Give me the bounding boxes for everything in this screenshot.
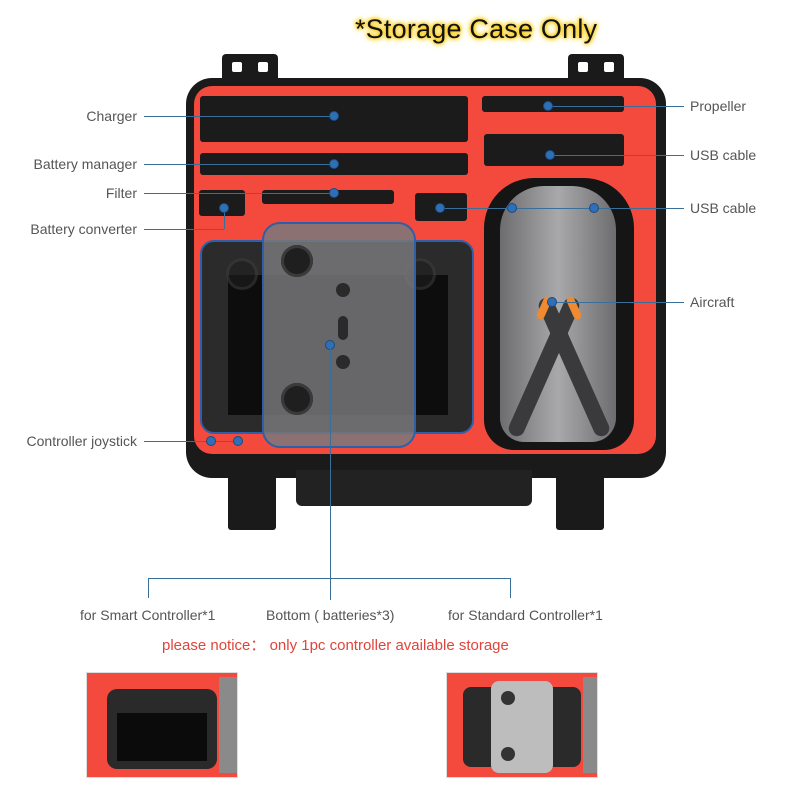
propeller-slot (482, 96, 624, 112)
label-propeller: Propeller (690, 98, 747, 114)
leader-line (550, 155, 684, 156)
leader-line (144, 164, 334, 165)
marker-dot (544, 102, 552, 110)
label-controller-joystick: Controller joystick (26, 433, 137, 449)
aircraft-thumb-edge (219, 677, 237, 773)
label-battery-manager: Battery manager (33, 156, 138, 172)
marker-dot (330, 160, 338, 168)
thumbnail-smart-controller (86, 672, 238, 778)
leader-line (224, 210, 225, 229)
marker-dot (436, 204, 444, 212)
joystick-icon (281, 383, 313, 415)
aircraft-thumb-edge (583, 677, 597, 773)
controller-button-icon (336, 283, 350, 297)
hinge-hole (232, 62, 242, 72)
joystick-icon (226, 258, 258, 290)
hinge-hole (604, 62, 614, 72)
notice-text: please notice： only 1pc controller avail… (162, 637, 509, 654)
label-charger: Charger (86, 108, 137, 124)
joystick-icon (501, 691, 515, 705)
label-standard-controller: for Standard Controller*1 (448, 607, 603, 623)
label-battery-converter: Battery converter (30, 221, 137, 237)
handle (296, 470, 532, 506)
leader-line (440, 208, 684, 209)
label-usb-cable-2: USB cable (690, 200, 757, 216)
mode-switch-icon (338, 316, 348, 340)
joystick-marker-dot (207, 437, 215, 445)
bracket-line (148, 578, 510, 579)
joystick-icon (501, 747, 515, 761)
label-filter: Filter (105, 185, 137, 201)
page-title: *Storage Case Only (355, 14, 598, 44)
joystick-icon (281, 245, 313, 277)
label-aircraft: Aircraft (690, 294, 735, 310)
marker-dot (220, 204, 228, 212)
leader-line (144, 229, 224, 230)
hinge-hole (258, 62, 268, 72)
marker-dot (590, 204, 598, 212)
leader-line (548, 106, 684, 107)
leader-line (144, 193, 334, 194)
smart-controller-thumb-screen (117, 713, 207, 761)
leader-line (330, 345, 331, 600)
joystick-marker-dot (234, 437, 242, 445)
marker-dot (548, 298, 556, 306)
marker-dot (330, 112, 338, 120)
usb-cable-slot (484, 134, 624, 166)
latch-right (556, 470, 604, 530)
label-smart-controller: for Smart Controller*1 (80, 607, 216, 623)
thumbnail-standard-controller (446, 672, 598, 778)
label-bottom-batteries: Bottom ( batteries*3) (266, 607, 395, 623)
leader-line (144, 441, 240, 442)
marker-dot (330, 189, 338, 197)
leader-line (144, 116, 334, 117)
marker-dot (508, 204, 516, 212)
bracket-line (148, 578, 149, 598)
bracket-line (510, 578, 511, 598)
label-usb-cable-1: USB cable (690, 147, 757, 163)
latch-left (228, 470, 276, 530)
controller-button-icon (336, 355, 350, 369)
marker-dot (546, 151, 554, 159)
standard-controller-thumb (491, 681, 553, 773)
hinge-hole (578, 62, 588, 72)
leader-line (552, 302, 684, 303)
